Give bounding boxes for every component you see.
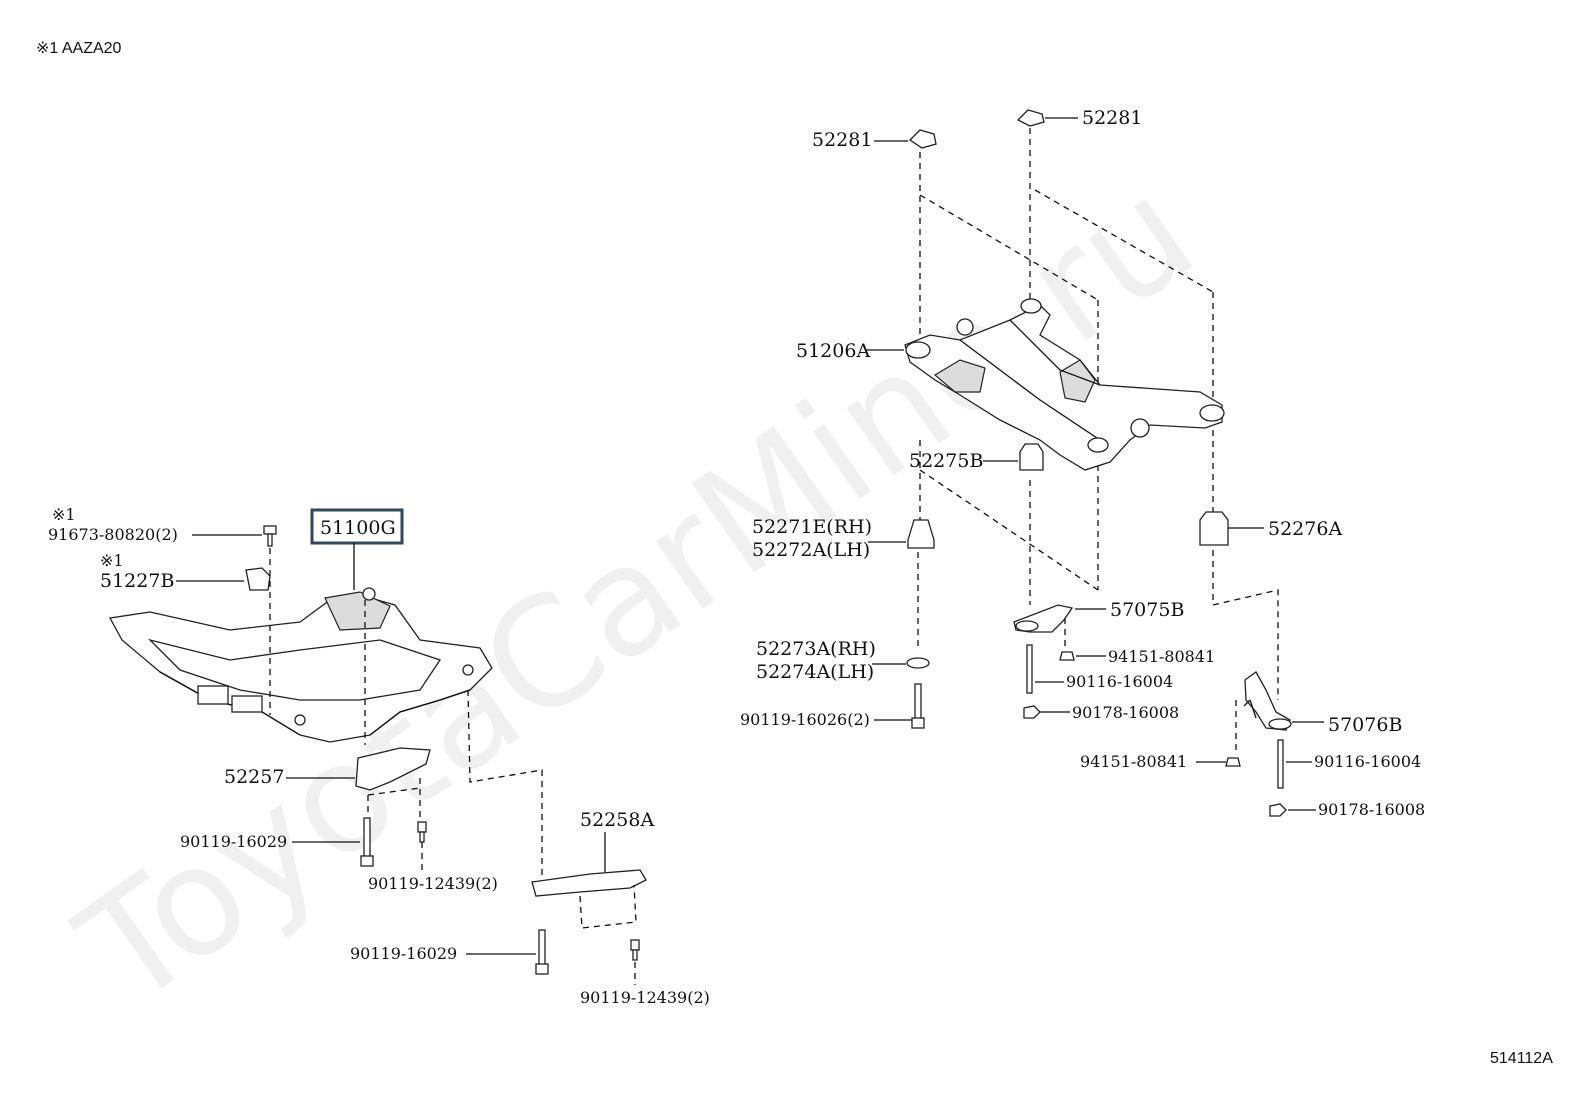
bracket-52257-icon [355, 747, 431, 791]
label-52274A[interactable]: 52274A(LH) [756, 661, 874, 683]
label-note-1b: ※1 [100, 551, 124, 570]
label-94151-80841-b[interactable]: 94151-80841 [1080, 752, 1187, 771]
stopper-52281-a-icon [908, 129, 937, 149]
bolt-90119-16029-a-icon [360, 817, 374, 867]
nut-94151-b-icon [1225, 757, 1241, 767]
label-note-1a: ※1 [52, 505, 76, 524]
bushing-52275B-icon [1019, 443, 1044, 471]
bolt-90119-12439-b-icon [630, 939, 640, 961]
label-91673-80820[interactable]: 91673-80820(2) [48, 525, 178, 544]
label-90116-16004-a[interactable]: 90116-16004 [1066, 672, 1173, 691]
label-51206A[interactable]: 51206A [796, 340, 870, 362]
label-52276A[interactable]: 52276A [1268, 518, 1342, 540]
label-52281-b[interactable]: 52281 [1082, 107, 1142, 129]
label-52257[interactable]: 52257 [224, 766, 284, 788]
label-52258A[interactable]: 52258A [580, 809, 654, 831]
label-90119-16029-a[interactable]: 90119-16029 [180, 832, 287, 851]
bushing-52276A-icon [1199, 511, 1229, 546]
label-94151-80841-a[interactable]: 94151-80841 [1108, 647, 1215, 666]
label-51227B[interactable]: 51227B [100, 570, 174, 592]
label-57075B[interactable]: 57075B [1110, 599, 1184, 621]
label-90119-12439-a[interactable]: 90119-12439(2) [368, 874, 498, 893]
bolt-90119-16029-b-icon [535, 929, 549, 975]
stud-90116-a-icon [1026, 644, 1033, 694]
label-52272A[interactable]: 52272A(LH) [752, 539, 870, 561]
highlight-box [310, 508, 404, 545]
label-90116-16004-b[interactable]: 90116-16004 [1314, 752, 1421, 771]
label-90119-16029-b[interactable]: 90119-16029 [350, 944, 457, 963]
label-90178-16008-a[interactable]: 90178-16008 [1072, 703, 1179, 722]
washer-52273A-icon [906, 657, 930, 669]
label-52273A[interactable]: 52273A(RH) [756, 638, 876, 660]
bushing-52271E-icon [907, 519, 935, 549]
label-52275B[interactable]: 52275B [909, 450, 983, 472]
watermark: ToyotaCarMine.ru [50, 145, 1224, 1040]
label-51100G[interactable]: 51100G [320, 517, 396, 539]
bracket-51227B-icon [245, 567, 271, 591]
front-crossmember-drawing [108, 587, 493, 743]
rear-crossmember-drawing [904, 298, 1225, 471]
stud-90116-b-icon [1277, 739, 1284, 789]
label-90119-12439-b[interactable]: 90119-12439(2) [580, 988, 710, 1007]
illustration-code: 514112A [1490, 1050, 1553, 1067]
bolt-90119-16026-icon [911, 683, 925, 729]
header-note: ※1 AAZA20 [36, 40, 122, 57]
label-90119-16026[interactable]: 90119-16026(2) [740, 710, 870, 729]
bracket-52258A-icon [531, 869, 647, 897]
stopper-52281-b-icon [1016, 109, 1045, 127]
label-90178-16008-b[interactable]: 90178-16008 [1318, 800, 1425, 819]
nut-94151-a-icon [1059, 651, 1075, 661]
label-52281-a[interactable]: 52281 [812, 129, 872, 151]
label-52271E[interactable]: 52271E(RH) [752, 516, 872, 538]
label-57076B[interactable]: 57076B [1328, 714, 1402, 736]
bolt-91673-icon [263, 525, 277, 547]
nut-90178-a-icon [1023, 705, 1041, 719]
nut-90178-b-icon [1269, 803, 1287, 817]
